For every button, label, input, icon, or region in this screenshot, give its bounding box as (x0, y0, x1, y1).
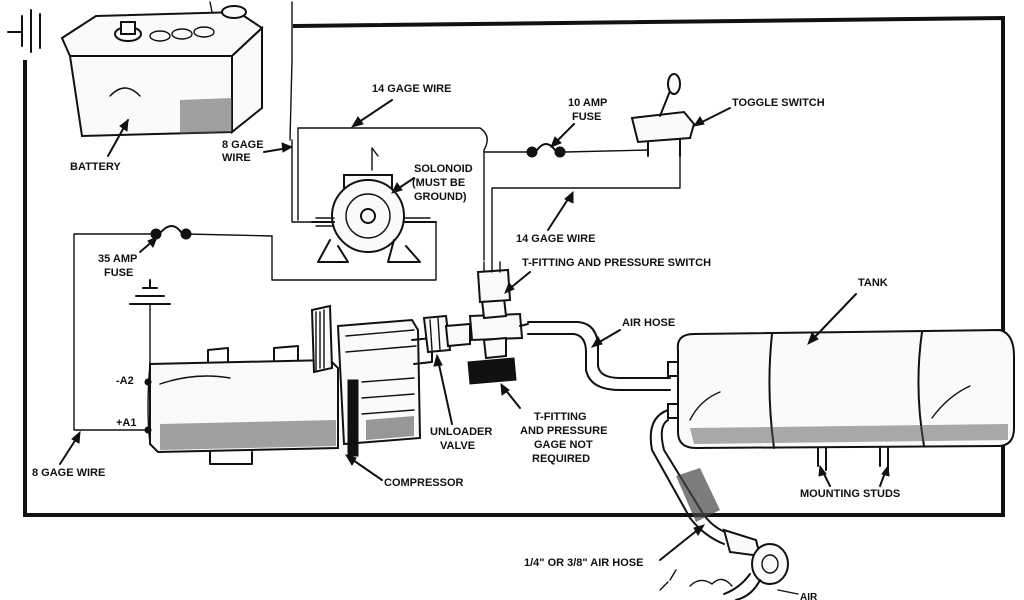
frame-border (23, 15, 1005, 517)
label-quarter-air-hose: 1/4" OR 3/8" AIR HOSE (524, 557, 643, 569)
label-compressor: COMPRESSOR (384, 477, 464, 489)
label-solenoid-1: SOLONOID (414, 163, 473, 175)
wire-fuse-to-toggle (564, 149, 649, 153)
label-14-gage-wire-top: 14 GAGE WIRE (372, 83, 451, 95)
label-t-fitting-gage-1: T-FITTING (534, 411, 587, 423)
battery-ground-symbol (21, 9, 41, 53)
label-solenoid-2: (MUST BE (412, 177, 465, 189)
solenoid (311, 147, 437, 263)
wire-toggle-to-pressure-switch (491, 155, 681, 263)
label-t-fitting-gage-2: AND PRESSURE (520, 425, 607, 437)
toggle-switch (630, 73, 696, 157)
label-air-hose: AIR HOSE (622, 317, 675, 329)
label-air: AIR (800, 592, 818, 600)
label-14-gage-wire-mid: 14 GAGE WIRE (516, 233, 595, 245)
tank (667, 328, 1015, 471)
label-solenoid-3: GROUND) (414, 191, 467, 203)
compressor-head (310, 304, 433, 457)
label-unloader-valve-1: UNLOADER (430, 426, 492, 438)
label-35-amp-fuse-2: FUSE (104, 267, 133, 279)
unloader-valve (422, 314, 471, 354)
compressor-motor (144, 345, 339, 465)
label-8-gage-wire-bottom: 8 GAGE WIRE (32, 467, 105, 479)
label-battery: BATTERY (70, 161, 121, 173)
battery-terminal-positive (221, 5, 247, 19)
wire-14-gage-loop (297, 127, 488, 261)
label-35-amp-fuse-1: 35 AMP (98, 253, 137, 265)
fuse-35-amp (150, 225, 192, 240)
output-air-hose (649, 409, 799, 600)
label-unloader-valve-2: VALVE (440, 440, 475, 452)
label-10-amp-fuse-2: FUSE (572, 111, 601, 123)
label-toggle-switch: TOGGLE SWITCH (732, 97, 825, 109)
t-fitting-pressure-switch (467, 261, 529, 385)
fuse-10-amp (526, 143, 566, 158)
label-terminal-a1: +A1 (116, 417, 137, 429)
wire-solenoid-to-fuse (271, 221, 437, 281)
label-t-fitting-pressure-switch: T-FITTING AND PRESSURE SWITCH (522, 257, 711, 269)
wire-battery-to-solenoid (291, 139, 313, 223)
label-t-fitting-gage-3: GAGE NOT (534, 439, 593, 451)
label-mounting-studs: MOUNTING STUDS (800, 488, 900, 500)
label-10-amp-fuse-1: 10 AMP (568, 97, 607, 109)
label-8-gage-wire-top-1: 8 GAGE (222, 139, 264, 151)
wire-fuse-to-a1 (73, 233, 153, 431)
label-t-fitting-gage-4: REQUIRED (532, 453, 590, 465)
label-8-gage-wire-top-2: WIRE (222, 152, 251, 164)
battery (7, 1, 293, 157)
air-hose (527, 321, 671, 391)
label-tank: TANK (858, 277, 888, 289)
label-terminal-a2: -A2 (116, 375, 134, 387)
